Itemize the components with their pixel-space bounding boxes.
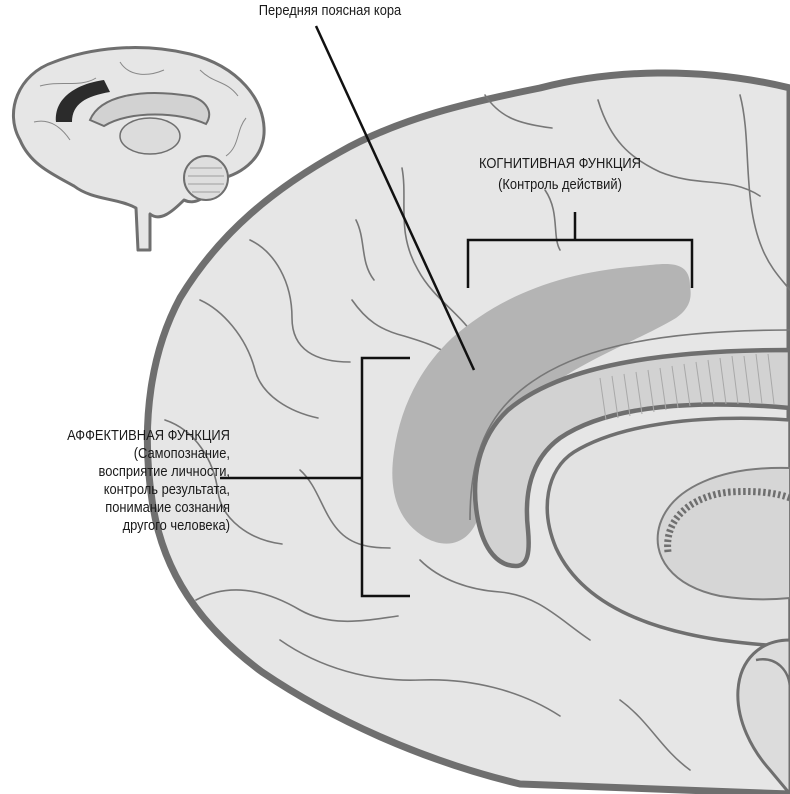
affective-line-2: восприятие личности, <box>98 463 230 480</box>
corpus-callosum <box>472 347 790 569</box>
brainstem-region <box>736 638 790 794</box>
cognitive-bracket <box>466 212 694 288</box>
callosum-fibers <box>599 353 775 421</box>
cognitive-function-subtitle: (Контроль действий) <box>498 176 622 193</box>
affective-line-5: другого человека) <box>122 517 230 534</box>
sulci-lines <box>164 94 790 771</box>
affective-bracket <box>220 356 410 598</box>
affective-function-label: АФФЕКТИВНАЯ ФУНКЦИЯ (Самопознание, воспр… <box>0 427 230 535</box>
thumbnail-acc-highlight <box>55 80 110 122</box>
affective-line-4: понимание сознания <box>105 499 230 516</box>
affective-title: АФФЕКТИВНАЯ ФУНКЦИЯ <box>67 427 231 444</box>
fornix-coil <box>664 488 790 553</box>
anterior-cingulate-highlight <box>392 264 691 544</box>
title-pointer <box>314 25 476 371</box>
thumbnail-brain <box>11 46 266 252</box>
affective-line-1: (Самопознание, <box>133 445 230 462</box>
cognitive-function-title: КОГНИТИВНАЯ ФУНКЦИЯ <box>479 155 641 172</box>
title-label: Передняя поясная кора <box>258 2 402 19</box>
affective-line-3: контроль результата, <box>103 481 230 498</box>
